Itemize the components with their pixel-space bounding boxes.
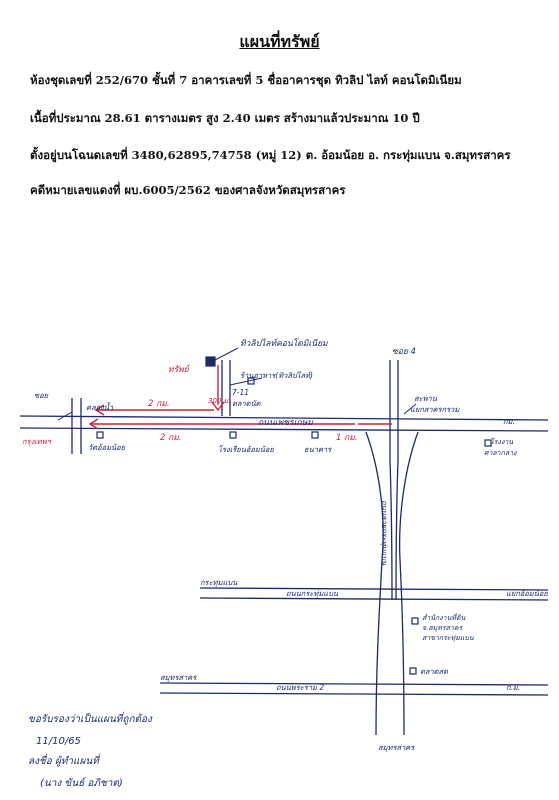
map-label-road-rama2: ถนนพระราม 2 bbox=[276, 683, 324, 692]
vertical-highway bbox=[365, 360, 419, 736]
map-label-soi4: ซอย 4 bbox=[392, 347, 416, 357]
map-label-km-right: ก.ม. bbox=[506, 683, 520, 692]
map-label-property: ทรัพย์ bbox=[168, 364, 191, 375]
map-label-junction: แยกสาครกรวม bbox=[410, 405, 460, 414]
map-label-bkk: กรุงเทพฯ bbox=[22, 437, 52, 446]
map-label-samut-bottom: สมุทรสาคร bbox=[378, 743, 415, 752]
signature-line2: 11/10/65 bbox=[36, 736, 81, 747]
map-label-office: สำนักงานที่ดิน bbox=[422, 612, 466, 622]
route-arrows bbox=[88, 365, 392, 430]
signature-line3: ลงชื่อ ผู้ทำแผนที่ bbox=[28, 753, 101, 767]
area-line: เนื้อที่ประมาณ 28.61 ตารางเมตร สูง 2.40 … bbox=[30, 111, 420, 125]
map-label-bank: ธนาคาร bbox=[304, 445, 332, 454]
property-soi bbox=[221, 360, 231, 416]
map-label-samut-left: สมุทรสาคร bbox=[160, 673, 197, 682]
location-line: ตั้งอยู่บนโฉนดเลขที่ 3480,62895,74758 (ห… bbox=[30, 148, 511, 162]
map-label-right-mid: แยกอ้อมน้อย bbox=[506, 589, 548, 598]
map-label-shop: ร้านอาหาร(ทิวลิปไลท์) bbox=[240, 371, 313, 380]
map-label-main-road: ถนนเพชรเกษม bbox=[258, 418, 313, 428]
map-label-school: โรงเรียนอ้อมน้อย bbox=[218, 445, 274, 454]
lower-roads bbox=[159, 587, 549, 696]
main-road bbox=[19, 415, 549, 432]
map-label-office2: จ.สมุทรสาคร bbox=[422, 624, 463, 632]
map-label-300m: 300 ม. bbox=[208, 397, 230, 405]
map-label-2km-mid: 2 กม. bbox=[160, 433, 182, 443]
map-label-seven: 7-11 bbox=[232, 388, 249, 397]
map-label-market: ตลาดนัด bbox=[232, 399, 262, 408]
map-label-market2: ตลาดสด bbox=[420, 667, 449, 676]
map-label-office3: สาขากระทุ่มแบน bbox=[422, 634, 474, 642]
map-label-city-hall: ศาลากลาง bbox=[484, 449, 517, 457]
map-label-1km: 1 กม. bbox=[336, 433, 358, 443]
room-line: ห้องชุดเลขที่ 252/670 ชั้นที่ 7 อาคารเลข… bbox=[30, 73, 462, 87]
map-label-bridge: สะพาน bbox=[414, 394, 438, 403]
signature-line1: ขอรับรองว่าเป็นแผนที่ถูกต้อง bbox=[28, 711, 153, 725]
map-label-left-soi: ซอย bbox=[34, 391, 49, 400]
map-label-wat: วัดอ้อมน้อย bbox=[88, 443, 126, 452]
map-label-condo: ทิวลิปไลท์คอนโดมิเนียม bbox=[240, 338, 328, 349]
leader-lines bbox=[57, 347, 417, 421]
left-soi bbox=[71, 398, 82, 454]
map-label-canal: คลองน้ำ bbox=[86, 402, 114, 412]
map-label-vertical-road: ถนนสายกระทุ่มแบน bbox=[380, 500, 389, 566]
signature-line4: (นาง ขันธ์ อภิชาต) bbox=[40, 777, 123, 789]
map-label-2km-top: 2 กม. bbox=[148, 399, 170, 409]
case-line: คดีหมายเลขแดงที่ ผบ.6005/2562 ของศาลจังห… bbox=[30, 183, 346, 197]
map-label-far-right: กม. bbox=[503, 417, 515, 426]
map-label-road-kratum: ถนนกระทุ่มแบน bbox=[286, 589, 339, 598]
page-title: แผนที่ทรัพย์ bbox=[239, 32, 320, 51]
map-label-kratum: กระทุ่มแบน bbox=[200, 578, 238, 587]
map-label-factory: โรงงาน bbox=[490, 437, 513, 446]
